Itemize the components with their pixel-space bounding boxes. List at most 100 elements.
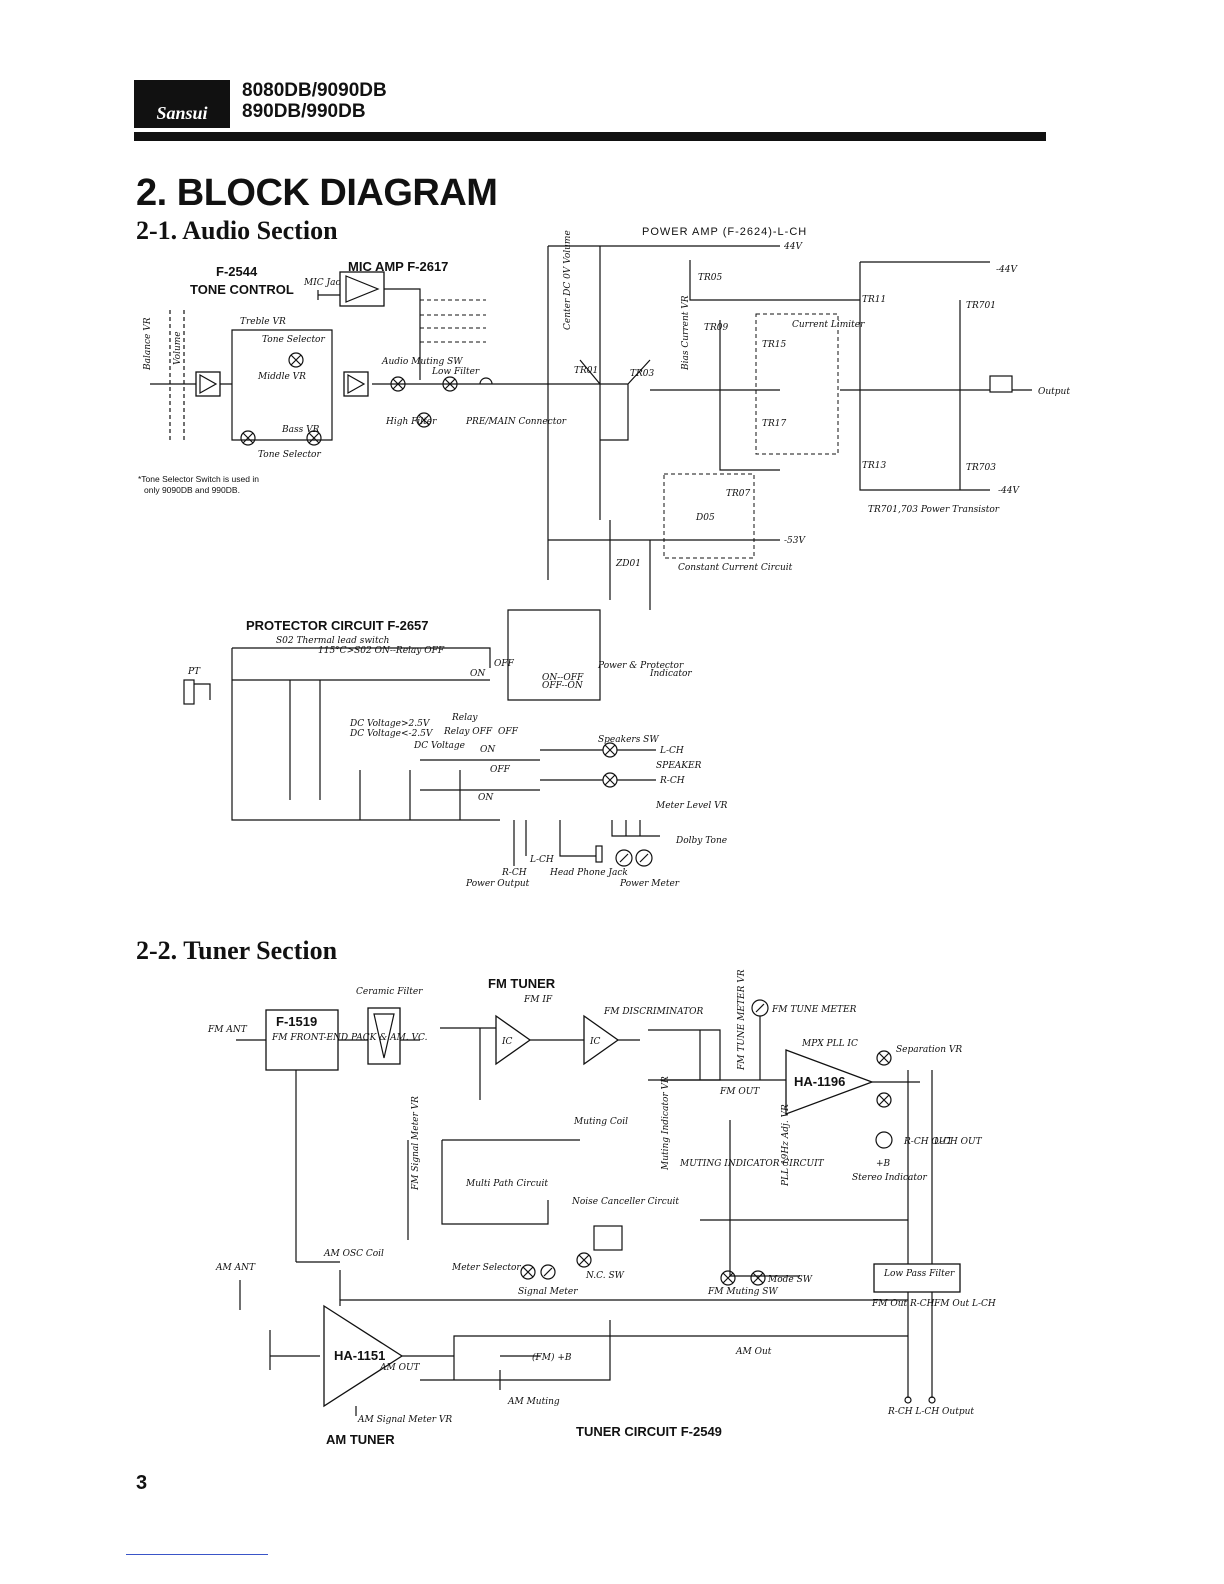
- high-filter-label: High Filter: [385, 417, 437, 427]
- bass-vr-label: Bass VR: [281, 425, 320, 435]
- off-label-1: OFF: [494, 659, 515, 669]
- separation-switch-1: [876, 1050, 892, 1066]
- model-numbers: 8080DB/9090DB 890DB/990DB: [242, 80, 387, 122]
- nc-switch: [576, 1252, 592, 1268]
- nc-sw-label: N.C. SW: [585, 1271, 625, 1281]
- relay-label: Relay: [451, 713, 478, 723]
- power-meter-l: [615, 849, 633, 867]
- treble-vr-label: Treble VR: [240, 317, 286, 327]
- fm-out-l-label: FM Out L-CH: [933, 1299, 996, 1309]
- fm-muting-switch: [720, 1270, 736, 1286]
- page-title: 2. BLOCK DIAGRAM: [136, 172, 498, 214]
- low-filter-switch: [442, 376, 458, 392]
- on-off-label: ON--OFF: [542, 673, 584, 683]
- am-ant-label: AM ANT: [215, 1263, 256, 1273]
- l-ch-out-label: L-CH: [529, 855, 554, 865]
- ha1196-label: HA-1196: [794, 1074, 845, 1089]
- l-ch-out-label: L-CH OUT: [933, 1137, 983, 1147]
- header-rule: [134, 132, 1046, 141]
- r-ch-out-label: R-CH OUT: [903, 1137, 953, 1147]
- am-ic-ha1151: [323, 1304, 404, 1408]
- tr17-label: TR17: [762, 419, 787, 429]
- front-end-label: FM FRONT-END PACK & AM. VC.: [271, 1033, 428, 1043]
- fm-tune-meter-vr-label: FM TUNE METER VR: [737, 969, 747, 1071]
- am-osc-coil-label: AM OSC Coil: [323, 1249, 384, 1259]
- tr09-label: TR09: [704, 323, 729, 333]
- plus-b-label: +B: [876, 1159, 891, 1169]
- v-neg44-label: -44V: [998, 486, 1020, 496]
- power-meter-r: [635, 849, 653, 867]
- v-pos44-label: 44V: [783, 242, 803, 252]
- separation-vr-label: Separation VR: [896, 1045, 962, 1055]
- low-pass-label: Low Pass Filter: [883, 1269, 955, 1279]
- fm-b-label: (FM) +B: [532, 1352, 572, 1363]
- fm-out-label: FM OUT: [719, 1087, 760, 1097]
- audio-section-heading: 2-1. Audio Section: [136, 216, 338, 245]
- footnote-1: *Tone Selector Switch is used in: [138, 474, 259, 484]
- am-out-ic-label: AM OUT: [379, 1363, 421, 1373]
- tr07-label: TR07: [726, 489, 751, 499]
- separation-switch-2: [876, 1092, 892, 1108]
- power-amp-label: POWER AMP (F-2624)-L-CH: [642, 226, 807, 238]
- audio-muting-switch: [390, 376, 406, 392]
- audio-diagram: POWER AMP (F-2624)-L-CH F-2544 TONE CONT…: [138, 226, 1070, 610]
- am-tuner-label: AM TUNER: [326, 1432, 395, 1447]
- stereo-indicator-lamp: [875, 1131, 893, 1149]
- speakers-sw-label: Speakers SW: [598, 735, 659, 745]
- meter-level-label: Meter Level VR: [655, 801, 728, 811]
- tr701-label: TR701: [966, 301, 996, 311]
- footer-rule: [126, 1554, 268, 1555]
- muting-indicator-circuit-label: MUTING INDICATOR CIRCUIT: [679, 1159, 825, 1169]
- ic-label-2: IC: [589, 1037, 601, 1047]
- relay-off-label: Relay OFF: [443, 727, 493, 737]
- ha1151-label: HA-1151: [334, 1348, 385, 1363]
- models-line-2: 890DB/990DB: [242, 101, 366, 122]
- v-pos44b-label: -44V: [996, 265, 1018, 275]
- power-meter-label: Power Meter: [619, 879, 680, 889]
- constant-current-label: Constant Current Circuit: [678, 563, 793, 573]
- center-dc-label: Center DC 0V Volume: [563, 230, 573, 330]
- zd01-label: ZD01: [615, 559, 641, 569]
- mpx-label: MPX PLL IC: [801, 1039, 858, 1049]
- signal-meter-label: Signal Meter: [518, 1287, 578, 1297]
- tr05-label: TR05: [698, 273, 723, 283]
- on-label-3: ON: [478, 793, 494, 803]
- tone-selector-switch: [288, 352, 304, 368]
- balance-vr-label: Balance VR: [143, 317, 153, 371]
- high-filter-switch: [416, 412, 432, 428]
- dc-voltage-label: DC Voltage: [413, 741, 465, 751]
- off-on-label: OFF--ON: [542, 681, 584, 691]
- tone-selector-label: Tone Selector: [262, 335, 325, 345]
- tr15-label: TR15: [762, 340, 787, 350]
- sansui-logo: Sansui: [134, 80, 230, 128]
- fm-muting-sw-label: FM Muting SW: [707, 1287, 778, 1297]
- footnote-2: only 9090DB and 990DB.: [144, 485, 240, 495]
- protector-diagram: PROTECTOR CIRCUIT F-2657 S02 Thermal lea…: [183, 609, 728, 889]
- dolby-tone-label: Dolby Tone: [675, 836, 727, 846]
- off-label-2: OFF: [498, 727, 519, 737]
- stereo-indicator-label: Stereo Indicator: [852, 1173, 927, 1183]
- fm-discriminator-label: FM DISCRIMINATOR: [603, 1007, 704, 1017]
- dc-pos-label: DC Voltage>2.5V: [349, 719, 431, 729]
- current-limiter-box: [755, 313, 839, 455]
- pt-label: PT: [187, 667, 201, 677]
- constant-current-box: [663, 473, 755, 559]
- off-label-3: OFF: [490, 765, 511, 775]
- output-label: Output: [1038, 387, 1070, 397]
- power-protector-label: Power & Protector: [597, 661, 684, 671]
- noise-canceller-relay: [593, 1225, 623, 1251]
- signal-meter: [540, 1264, 556, 1280]
- mpx-pll-ic: [785, 1049, 874, 1115]
- on-label-2: ON: [480, 745, 496, 755]
- am-muting-label: AM Muting: [507, 1397, 560, 1407]
- models-line-1: 8080DB/9090DB: [242, 80, 387, 101]
- am-signal-meter-vr-label: AM Signal Meter VR: [357, 1415, 452, 1425]
- speaker-label: SPEAKER: [656, 761, 702, 771]
- ceramic-filter-label: Ceramic Filter: [356, 987, 423, 997]
- audio-muting-label: Audio Muting SW: [381, 357, 463, 367]
- fm-tune-meter-label: FM TUNE METER: [771, 1005, 857, 1015]
- front-end-id: F-1519: [276, 1014, 317, 1029]
- tr11-label: TR11: [862, 295, 886, 305]
- multi-path-label: Multi Path Circuit: [465, 1179, 548, 1189]
- indicator-label: Indicator: [649, 669, 692, 679]
